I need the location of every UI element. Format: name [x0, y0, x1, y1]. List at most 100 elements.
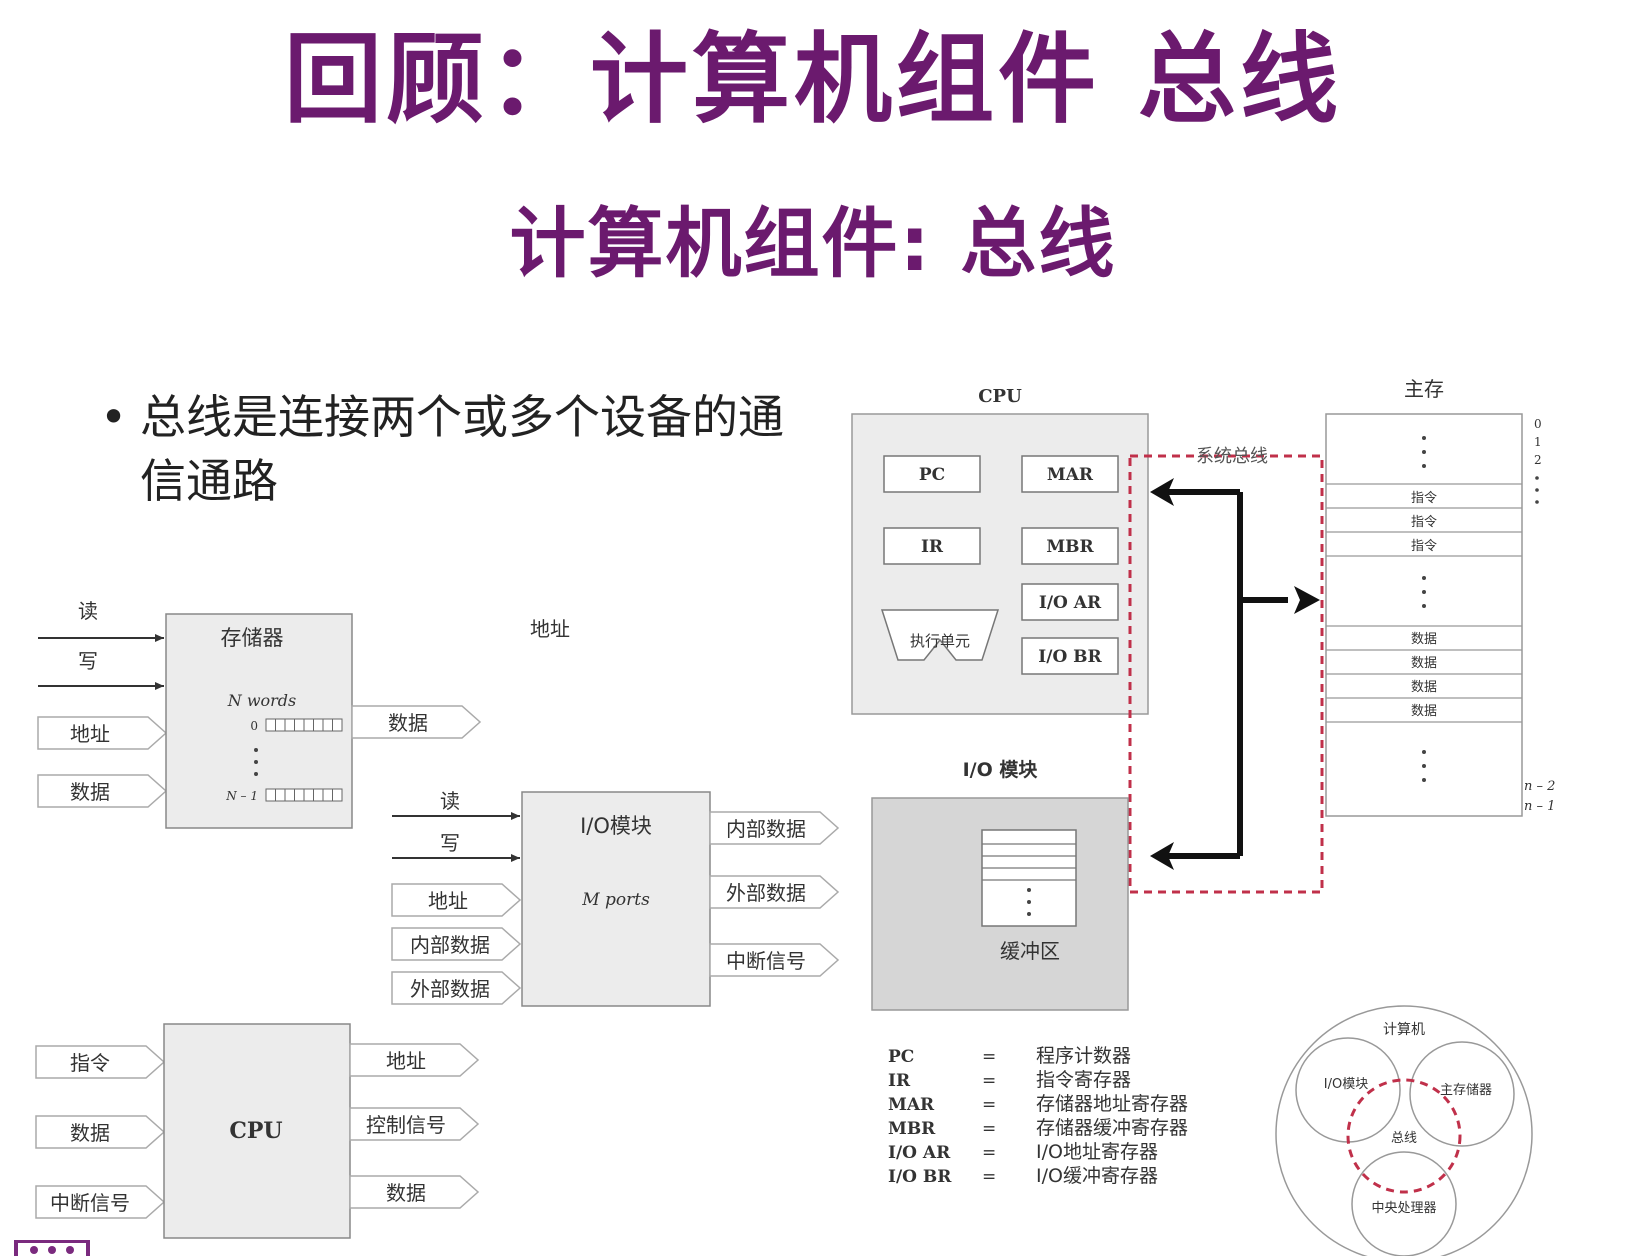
legend-desc-mbr: 存储器缓冲寄存器 [1036, 1117, 1188, 1139]
venn-computer-label: 计算机 [1383, 1022, 1425, 1038]
register-mbr-label: MBR [1046, 537, 1094, 557]
slide-subtitle: 计算机组件: 总线 [509, 199, 1117, 288]
memory-index-0: 0 [1534, 417, 1542, 431]
address-label: 地址 [530, 617, 570, 641]
legend-desc-mar: 存储器地址寄存器 [1036, 1093, 1188, 1115]
io-internal-data-output-label: 内部数据 [726, 817, 806, 841]
legend-abbr-mar: MAR [888, 1095, 935, 1115]
venn-memory-label: 主存储器 [1440, 1083, 1492, 1098]
bus-arrow-cpu-icon [1150, 478, 1174, 506]
venn-computer-circle [1275, 1005, 1533, 1256]
memory-row-first: 0 [250, 719, 258, 733]
main-memory-title: 主存 [1404, 377, 1444, 401]
memory-mid-ellipsis-icon [1422, 576, 1426, 608]
memory-index-n-2: n – 2 [1524, 779, 1555, 794]
university-logo-icon [14, 1240, 90, 1256]
memory-data-2: 数据 [1411, 656, 1437, 671]
cpu-data-output-label: 数据 [386, 1181, 426, 1205]
memory-address-input [37, 716, 168, 750]
system-diagram: CPU PC MAR IR MBR I/O AR I/O BR 执行单元 系统总… [851, 377, 1555, 1011]
register-io-ar [1021, 583, 1119, 621]
cpu-interrupt-input-label: 中断信号 [50, 1191, 130, 1215]
venn-bus-label: 总线 [1391, 1131, 1417, 1146]
memory-read-label: 读 [78, 599, 98, 623]
memory-row-last: N – 1 [225, 789, 258, 803]
system-io-title: I/O 模块 [963, 758, 1039, 781]
io-external-data-output [709, 875, 840, 909]
register-mar [1021, 455, 1119, 493]
memory-row-first-cells [265, 718, 343, 732]
io-ports-label: M ports [581, 890, 650, 910]
venn-cpu-circle [1351, 1151, 1457, 1256]
legend-eq-pc: = [982, 1047, 996, 1067]
memory-box-label: 存储器 [221, 626, 284, 650]
register-ir [883, 527, 981, 565]
buffer-stack [981, 829, 1077, 927]
cpu-control-output-label: 控制信号 [366, 1113, 446, 1137]
memory-write-label: 写 [78, 649, 98, 673]
register-io-ar-label: I/O AR [1039, 593, 1102, 613]
register-pc [883, 455, 981, 493]
legend-desc-ir: 指令寄存器 [1036, 1069, 1131, 1091]
cpu-address-output [349, 1043, 480, 1077]
register-ir-label: IR [921, 537, 944, 557]
venn-cpu-label: 中央处理器 [1371, 1201, 1436, 1216]
cpu-control-output [349, 1107, 480, 1141]
cpu-box-label: CPU [229, 1118, 282, 1144]
venn-bus-circle [1346, 1078, 1462, 1194]
io-write-label: 写 [440, 831, 460, 855]
legend-desc-pc: 程序计数器 [1036, 1045, 1131, 1067]
legend-eq-mbr: = [982, 1119, 996, 1139]
legend-desc-io-ar: I/O地址寄存器 [1036, 1141, 1158, 1163]
memory-instruction-3: 指令 [1411, 539, 1437, 554]
bullet-dot-icon: • [100, 390, 128, 444]
system-cpu-title: CPU [978, 386, 1022, 407]
io-box [521, 791, 711, 1007]
main-memory-box [1325, 413, 1523, 817]
memory-index-2: 2 [1534, 453, 1542, 467]
memory-bottom-ellipsis-icon [1422, 750, 1426, 782]
register-pc-label: PC [919, 465, 945, 485]
legend: PC = 程序计数器 IR = 指令寄存器 MAR = 存储器地址寄存器 MBR… [888, 1045, 1188, 1187]
register-mar-label: MAR [1047, 465, 1094, 485]
memory-row-last-cells [265, 788, 343, 802]
memory-data-input-label: 数据 [70, 780, 110, 804]
legend-abbr-pc: PC [888, 1047, 914, 1067]
cpu-data-input-label: 数据 [70, 1121, 110, 1145]
memory-index-n-1: n – 1 [1524, 799, 1555, 814]
legend-abbr-ir: IR [888, 1071, 911, 1091]
cpu-instruction-input-label: 指令 [70, 1051, 110, 1075]
register-io-br-label: I/O BR [1038, 647, 1102, 667]
memory-data-4: 数据 [1411, 704, 1437, 719]
legend-abbr-mbr: MBR [888, 1119, 936, 1139]
io-external-data-input-label: 外部数据 [410, 977, 490, 1001]
io-address-input-label: 地址 [428, 889, 468, 913]
io-internal-data-input-label: 内部数据 [410, 933, 490, 957]
memory-data-1: 数据 [1411, 632, 1437, 647]
buffer-label: 缓冲区 [1000, 939, 1060, 963]
memory-ellipsis-icon [254, 748, 258, 776]
memory-index-ellipsis-icon [1535, 476, 1539, 504]
io-external-data-input [391, 971, 522, 1005]
cpu-address-output-label: 地址 [386, 1049, 426, 1073]
legend-desc-io-br: I/O缓冲寄存器 [1036, 1165, 1158, 1187]
memory-instruction-1: 指令 [1411, 491, 1437, 506]
cpu-data-input [35, 1115, 166, 1149]
memory-words-label: N words [227, 691, 297, 710]
memory-address-input-label: 地址 [70, 722, 110, 746]
io-read-label: 读 [440, 789, 460, 813]
io-interrupt-output-label: 中断信号 [726, 949, 806, 973]
legend-eq-io-br: = [982, 1167, 996, 1187]
io-external-data-output-label: 外部数据 [726, 881, 806, 905]
legend-eq-mar: = [982, 1095, 996, 1115]
io-box-label: I/O模块 [580, 814, 652, 838]
io-interrupt-output [709, 943, 840, 977]
system-bus-arrows [1150, 478, 1320, 870]
register-io-br [1021, 637, 1119, 675]
memory-data-output-label: 数据 [388, 711, 428, 735]
memory-module: 读 写 地址 数据 存储器 N words 0 N – 1 [37, 599, 570, 829]
legend-eq-io-ar: = [982, 1143, 996, 1163]
memory-data-input [37, 774, 168, 808]
legend-eq-ir: = [982, 1071, 996, 1091]
